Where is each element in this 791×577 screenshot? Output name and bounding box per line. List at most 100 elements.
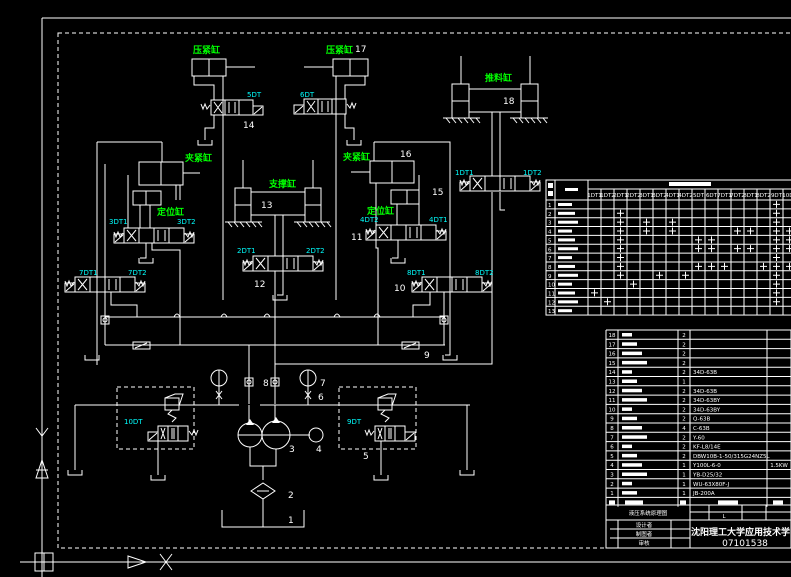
ground-hatch xyxy=(320,221,326,228)
valve-position xyxy=(451,276,468,293)
oil-tank-icon xyxy=(221,510,305,528)
component-number: 1 xyxy=(288,516,294,526)
solenoid-column-header: 3DT2 xyxy=(652,193,667,199)
parallel-flow-icon xyxy=(108,279,117,290)
energized-mark-icon xyxy=(617,271,624,279)
part-number: 16 xyxy=(609,352,616,358)
energized-mark-icon xyxy=(773,227,780,235)
motor-icon xyxy=(308,427,324,443)
solenoid-icon xyxy=(147,431,159,442)
header-block xyxy=(773,500,783,505)
part-quantity: 1 xyxy=(682,491,686,497)
valve-position xyxy=(138,227,155,244)
energized-mark-icon xyxy=(617,262,624,270)
valve-position xyxy=(390,224,407,241)
check-valve-ball xyxy=(246,379,252,385)
spring-icon xyxy=(64,279,75,288)
energized-mark-icon xyxy=(786,245,791,253)
step-name-block xyxy=(558,300,578,304)
parallel-flow-icon xyxy=(171,428,175,439)
step-name-block xyxy=(558,238,575,242)
solenoid-column-header: 2DT2 xyxy=(626,193,641,199)
part-number: 3 xyxy=(610,473,614,479)
part-quantity: 2 xyxy=(682,370,686,376)
pump-arrow-icon xyxy=(272,417,280,423)
spring-icon xyxy=(411,279,422,288)
ground-hatch xyxy=(239,221,245,228)
ground-hatch xyxy=(536,117,542,124)
line-crossing-icon xyxy=(220,313,228,318)
ground-hatch xyxy=(245,221,251,228)
relief-valve-left xyxy=(116,386,195,450)
step-name-block xyxy=(558,256,572,260)
scale-mark: L xyxy=(722,514,726,520)
header-block xyxy=(718,500,738,505)
relief-valve-right xyxy=(338,386,417,450)
energized-mark-icon xyxy=(643,218,650,226)
valve-position xyxy=(168,227,185,244)
step-number: 12 xyxy=(548,300,555,306)
component-number: 10 xyxy=(394,284,406,294)
valve-position xyxy=(499,175,516,192)
solenoid-icon xyxy=(405,432,415,441)
energized-mark-icon xyxy=(734,245,741,253)
part-quantity: 2 xyxy=(682,352,686,358)
labels: 压紧缸 14 5DT 压紧缸 17 6DT 推料缸 18 1DT1 1DT2 夹… xyxy=(79,44,542,526)
check-valve-ball xyxy=(102,317,108,323)
solenoid-label: 9DT xyxy=(347,418,362,426)
energized-mark-icon xyxy=(773,280,780,288)
header-block xyxy=(609,500,615,505)
ground-hatch xyxy=(524,117,530,124)
part-spec: 34D-63B xyxy=(693,389,717,395)
parallel-flow-icon xyxy=(455,279,464,290)
component-number: 5 xyxy=(363,452,369,462)
step-number: 1 xyxy=(548,203,552,209)
push-cylinder-bar xyxy=(468,88,522,113)
ground-hatch xyxy=(445,117,451,124)
ground-hatch xyxy=(530,117,536,124)
tank-return-icon xyxy=(459,470,475,476)
part-name-block xyxy=(622,491,637,495)
part-name-block xyxy=(622,435,647,439)
directional-valve-11 xyxy=(365,224,447,241)
energized-mark-icon xyxy=(773,245,780,253)
cross-flow-icon xyxy=(160,427,166,440)
directional-valve-3 xyxy=(113,227,195,244)
pipe-line xyxy=(344,114,355,140)
cylinder-label: 定位缸 xyxy=(156,206,184,218)
part-number: 18 xyxy=(609,333,616,339)
table-border xyxy=(545,179,791,316)
part-spec: 34D-63B xyxy=(693,370,717,376)
solenoid-column-header: 9DT xyxy=(771,193,783,199)
check-valve-icon xyxy=(244,377,254,387)
part-quantity: 2 xyxy=(682,398,686,404)
solenoid-column-header: 8DT2 xyxy=(756,193,771,199)
ground-hatch xyxy=(314,221,320,228)
solenoid-icon xyxy=(404,431,416,442)
part-quantity: 2 xyxy=(682,417,686,423)
part-spec: Q-63B xyxy=(693,417,710,423)
part-quantity: 2 xyxy=(682,445,686,451)
part-spec: 34D-63BY xyxy=(693,398,721,404)
solenoid-column-header: 8DT1 xyxy=(743,193,758,199)
line-crossing-icon xyxy=(263,313,271,318)
part-name-block xyxy=(622,407,632,411)
part-number: 12 xyxy=(609,389,616,395)
header-block xyxy=(548,191,553,196)
spring-icon xyxy=(200,102,211,111)
ground-hatch xyxy=(302,221,308,228)
pipe-line xyxy=(204,115,215,140)
energized-mark-icon xyxy=(695,245,702,253)
part-name-block xyxy=(622,342,637,346)
energized-mark-icon xyxy=(786,227,791,235)
spring-icon xyxy=(365,227,376,236)
tank-return-icon xyxy=(67,470,83,476)
ground-hatch xyxy=(326,221,332,228)
part-quantity: 1 xyxy=(682,473,686,479)
energized-mark-icon xyxy=(773,289,780,297)
energized-mark-icon xyxy=(760,262,767,270)
solenoid-label: 2DT1 xyxy=(237,247,256,255)
spring-icon xyxy=(135,279,146,288)
spring-icon xyxy=(113,230,124,239)
